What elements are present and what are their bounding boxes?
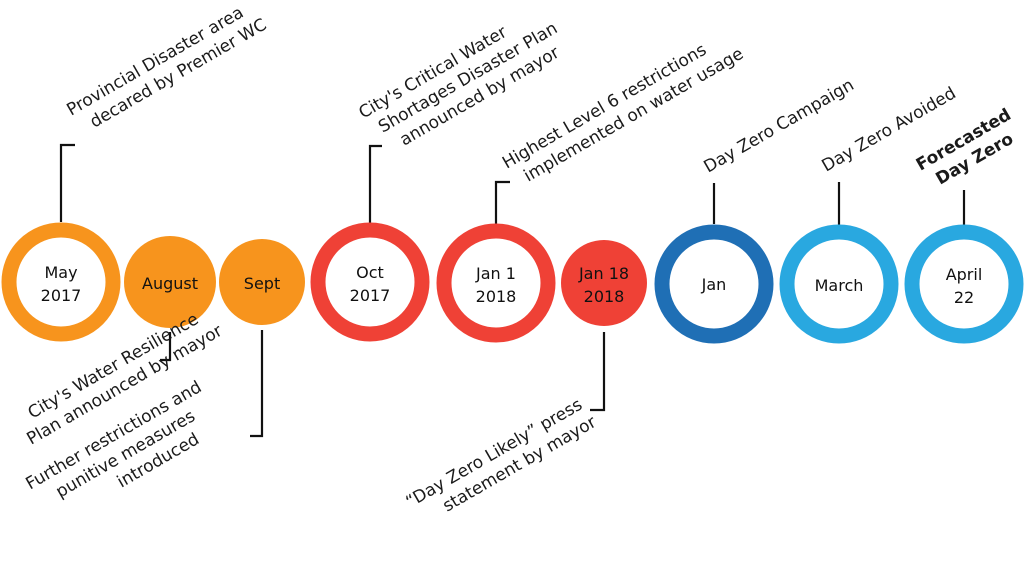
leader-sept [250, 330, 264, 438]
annotation-provincial-disaster: Provincial Disaster area decared by Prem… [64, 3, 271, 133]
annotation-day-zero-likely-line-1: “Day Zero Likely” press [403, 395, 587, 513]
node-april-22-circle [904, 224, 1024, 344]
leader-august [160, 332, 172, 362]
annotation-forecasted-day-zero: Forecasted Day Zero [913, 105, 1017, 189]
node-jan18-2018-label-2: 2018 [584, 287, 625, 306]
node-august-label: August [142, 274, 198, 293]
timeline-labels: May 2017 August Sept Oct 2017 Jan 1 2018… [41, 263, 983, 307]
node-jan-circle [654, 224, 774, 344]
leader-jan18-2018 [590, 332, 606, 412]
node-oct-2017-circle [310, 222, 430, 342]
node-april-22-label-2: 22 [954, 288, 974, 307]
node-sept-label: Sept [244, 274, 280, 293]
node-jan18-2018-label-1: Jan 18 [578, 264, 629, 283]
node-april-22-label-1: April [946, 265, 983, 284]
annotation-day-zero-likely: “Day Zero Likely” press statement by may… [403, 395, 600, 517]
node-may-2017-label-2: 2017 [41, 286, 82, 305]
node-oct-2017-label-1: Oct [356, 263, 384, 282]
annotation-provincial-disaster-line-1: Provincial Disaster area [64, 3, 248, 121]
node-jan-label: Jan [701, 275, 727, 294]
node-may-2017-label-1: May [44, 263, 77, 282]
node-august-circle [124, 236, 216, 328]
leader-lines [59, 143, 966, 438]
node-march-label: March [815, 276, 864, 295]
node-jan1-2018-circle [436, 223, 556, 343]
leader-jan1-2018 [494, 180, 510, 226]
leader-oct-2017 [368, 144, 382, 224]
node-jan18-2018-circle [561, 240, 647, 326]
node-oct-2017-label-2: 2017 [350, 286, 391, 305]
leader-may-2017 [59, 143, 75, 222]
node-jan1-2018-label-2: 2018 [476, 287, 517, 306]
timeline-circles [1, 222, 1024, 344]
node-may-2017-circle [1, 222, 121, 342]
node-march-circle [779, 224, 899, 344]
node-sept-circle [219, 239, 305, 325]
node-jan1-2018-label-1: Jan 1 [475, 264, 516, 283]
